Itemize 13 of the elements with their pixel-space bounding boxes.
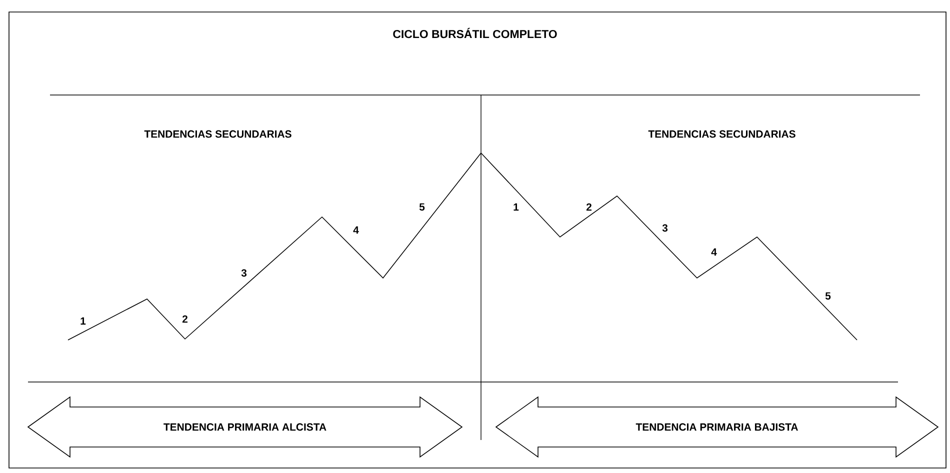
wave-number: 4	[711, 248, 717, 256]
wave-number: 1	[80, 317, 86, 325]
section-heading: TENDENCIAS SECUNDARIAS	[144, 130, 292, 138]
wave-number: 1	[514, 203, 519, 211]
wave-number: 3	[662, 224, 668, 232]
wave-number: 5	[419, 203, 425, 211]
section-heading: TENDENCIAS SECUNDARIAS	[648, 130, 796, 138]
wave-number: 2	[586, 203, 592, 211]
wave-number: 2	[182, 315, 188, 323]
wave-number: 5	[825, 292, 831, 300]
wave-number: 4	[353, 226, 359, 234]
title: CICLO BURSÁTIL COMPLETO	[393, 28, 557, 38]
wave-number: 3	[241, 269, 247, 277]
